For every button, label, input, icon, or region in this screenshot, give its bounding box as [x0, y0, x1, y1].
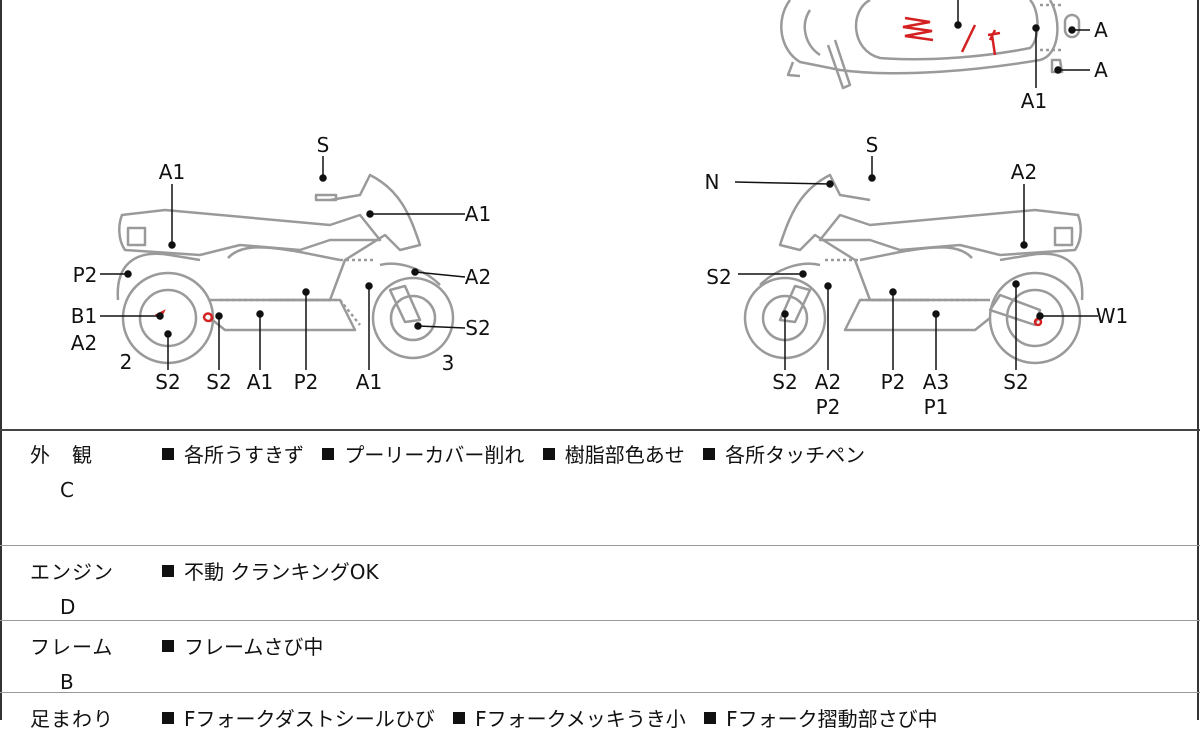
- label-top-a1: A1: [1020, 89, 1048, 113]
- condition-row-frame: フレーム B フレームさび中: [0, 623, 1200, 694]
- category-label: 外 観: [30, 443, 93, 467]
- bullet-square-icon: [162, 712, 174, 724]
- category-label: フレーム: [30, 635, 114, 659]
- bullet-square-icon: [322, 448, 335, 460]
- label-left: A2: [70, 331, 98, 355]
- condition-row-exterior: 外 観 C 各所うすきず プーリーカバー削れ 樹脂部色あせ 各所タッチペン: [0, 431, 1200, 545]
- label-right: W1: [1095, 304, 1129, 328]
- divider: [0, 620, 1200, 621]
- note: フレームさび中: [184, 635, 324, 659]
- label-left: S2: [155, 370, 181, 394]
- note: Fフォーク摺動部さび中: [726, 707, 938, 731]
- label-left: A1: [158, 160, 186, 184]
- label-left: A1: [355, 370, 383, 394]
- sheet-border-left: [0, 0, 2, 720]
- label-right: S2: [706, 265, 732, 289]
- note: Fフォークメッキうき小: [475, 707, 686, 731]
- note: 樹脂部色あせ: [564, 443, 685, 467]
- label-right: N: [704, 170, 720, 194]
- label-left: A2: [464, 265, 492, 289]
- category-label: エンジン: [30, 560, 114, 584]
- scooter-diagrams: [100, 0, 1098, 370]
- label-right: A2: [814, 370, 842, 394]
- category-label: 足まわり: [30, 707, 114, 731]
- divider: [0, 429, 1200, 431]
- label-left: P2: [72, 263, 98, 287]
- label-right: A2: [1010, 160, 1038, 184]
- label-top-a: A: [1094, 18, 1108, 42]
- bullet-square-icon: [453, 712, 466, 724]
- label-right: P1: [923, 395, 949, 419]
- label-left: A1: [464, 202, 492, 226]
- note: Fフォークダストシールひび: [184, 707, 435, 731]
- grade-label: C: [60, 478, 74, 502]
- label-left: S2: [465, 316, 491, 340]
- sheet-border-right: [1197, 0, 1199, 720]
- note: プーリーカバー削れ: [344, 443, 525, 467]
- label-right: P2: [880, 370, 906, 394]
- divider: [0, 545, 1200, 546]
- bullet-square-icon: [162, 565, 174, 577]
- bullet-square-icon: [162, 448, 174, 460]
- condition-row-engine: エンジン D 不動 クランキングOK: [0, 548, 1200, 620]
- condition-row-suspension: 足まわり Fフォークダストシールひび Fフォークメッキうき小 Fフォーク摺動部さ…: [0, 697, 1200, 737]
- damage-markings: [154, 16, 1043, 327]
- scooter-right-side-view: [743, 173, 1084, 365]
- bullet-square-icon: [162, 640, 174, 652]
- note: 各所うすきず: [184, 443, 304, 467]
- label-right: A3: [922, 370, 950, 394]
- label-left: A1: [246, 370, 274, 394]
- label-left: P2: [293, 370, 319, 394]
- bullet-square-icon: [704, 712, 717, 724]
- label-right: S2: [1003, 370, 1029, 394]
- scooter-top-view: [780, 0, 1081, 90]
- bullet-square-icon: [703, 448, 716, 460]
- label-right: P2: [815, 395, 841, 419]
- leader-lines: [100, 0, 1098, 370]
- note: 各所タッチペン: [725, 443, 866, 467]
- grade-label: B: [60, 670, 74, 694]
- label-right: S2: [772, 370, 798, 394]
- label-right: S: [865, 133, 879, 157]
- label-top-a: A: [1094, 58, 1108, 82]
- label-left: 3: [441, 351, 455, 375]
- label-left: S2: [206, 370, 232, 394]
- label-left: B1: [70, 304, 98, 328]
- bullet-square-icon: [542, 448, 555, 460]
- divider: [0, 692, 1200, 693]
- note: 不動 クランキングOK: [184, 560, 379, 584]
- grade-label: D: [60, 595, 76, 619]
- label-left: S: [316, 133, 330, 157]
- label-left: 2: [119, 350, 133, 374]
